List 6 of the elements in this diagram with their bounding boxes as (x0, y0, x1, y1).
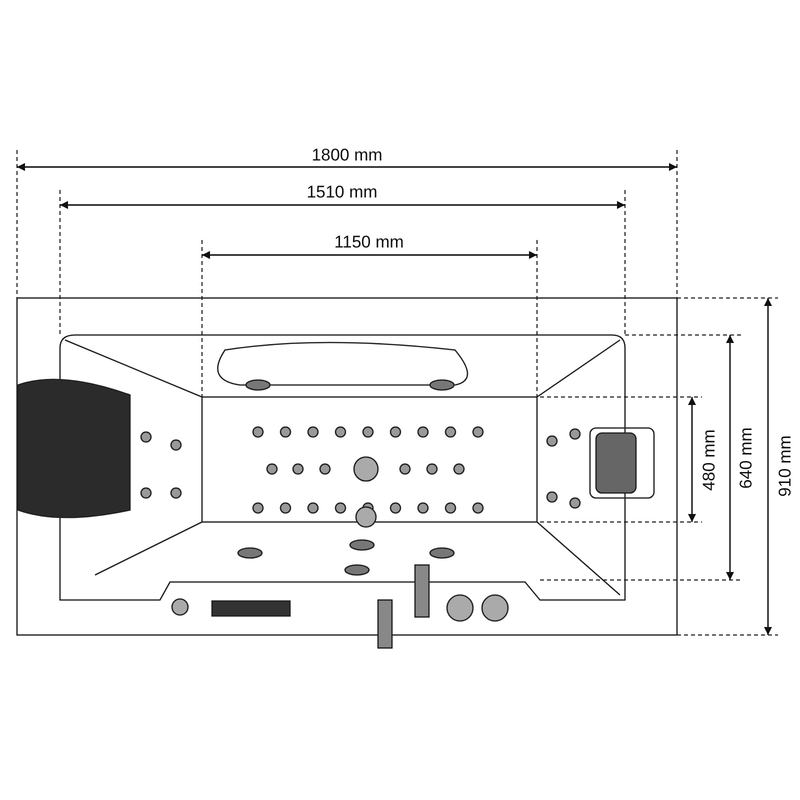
dimension-label: 480 mm (700, 429, 718, 491)
dimension-label: 910 mm (776, 435, 794, 497)
dimension-label: 1150 mm (334, 234, 404, 250)
dimension-label: 640 mm (738, 427, 754, 489)
dimension-label: 1800 mm (312, 146, 382, 164)
dimension-label: 1510 mm (306, 184, 378, 200)
